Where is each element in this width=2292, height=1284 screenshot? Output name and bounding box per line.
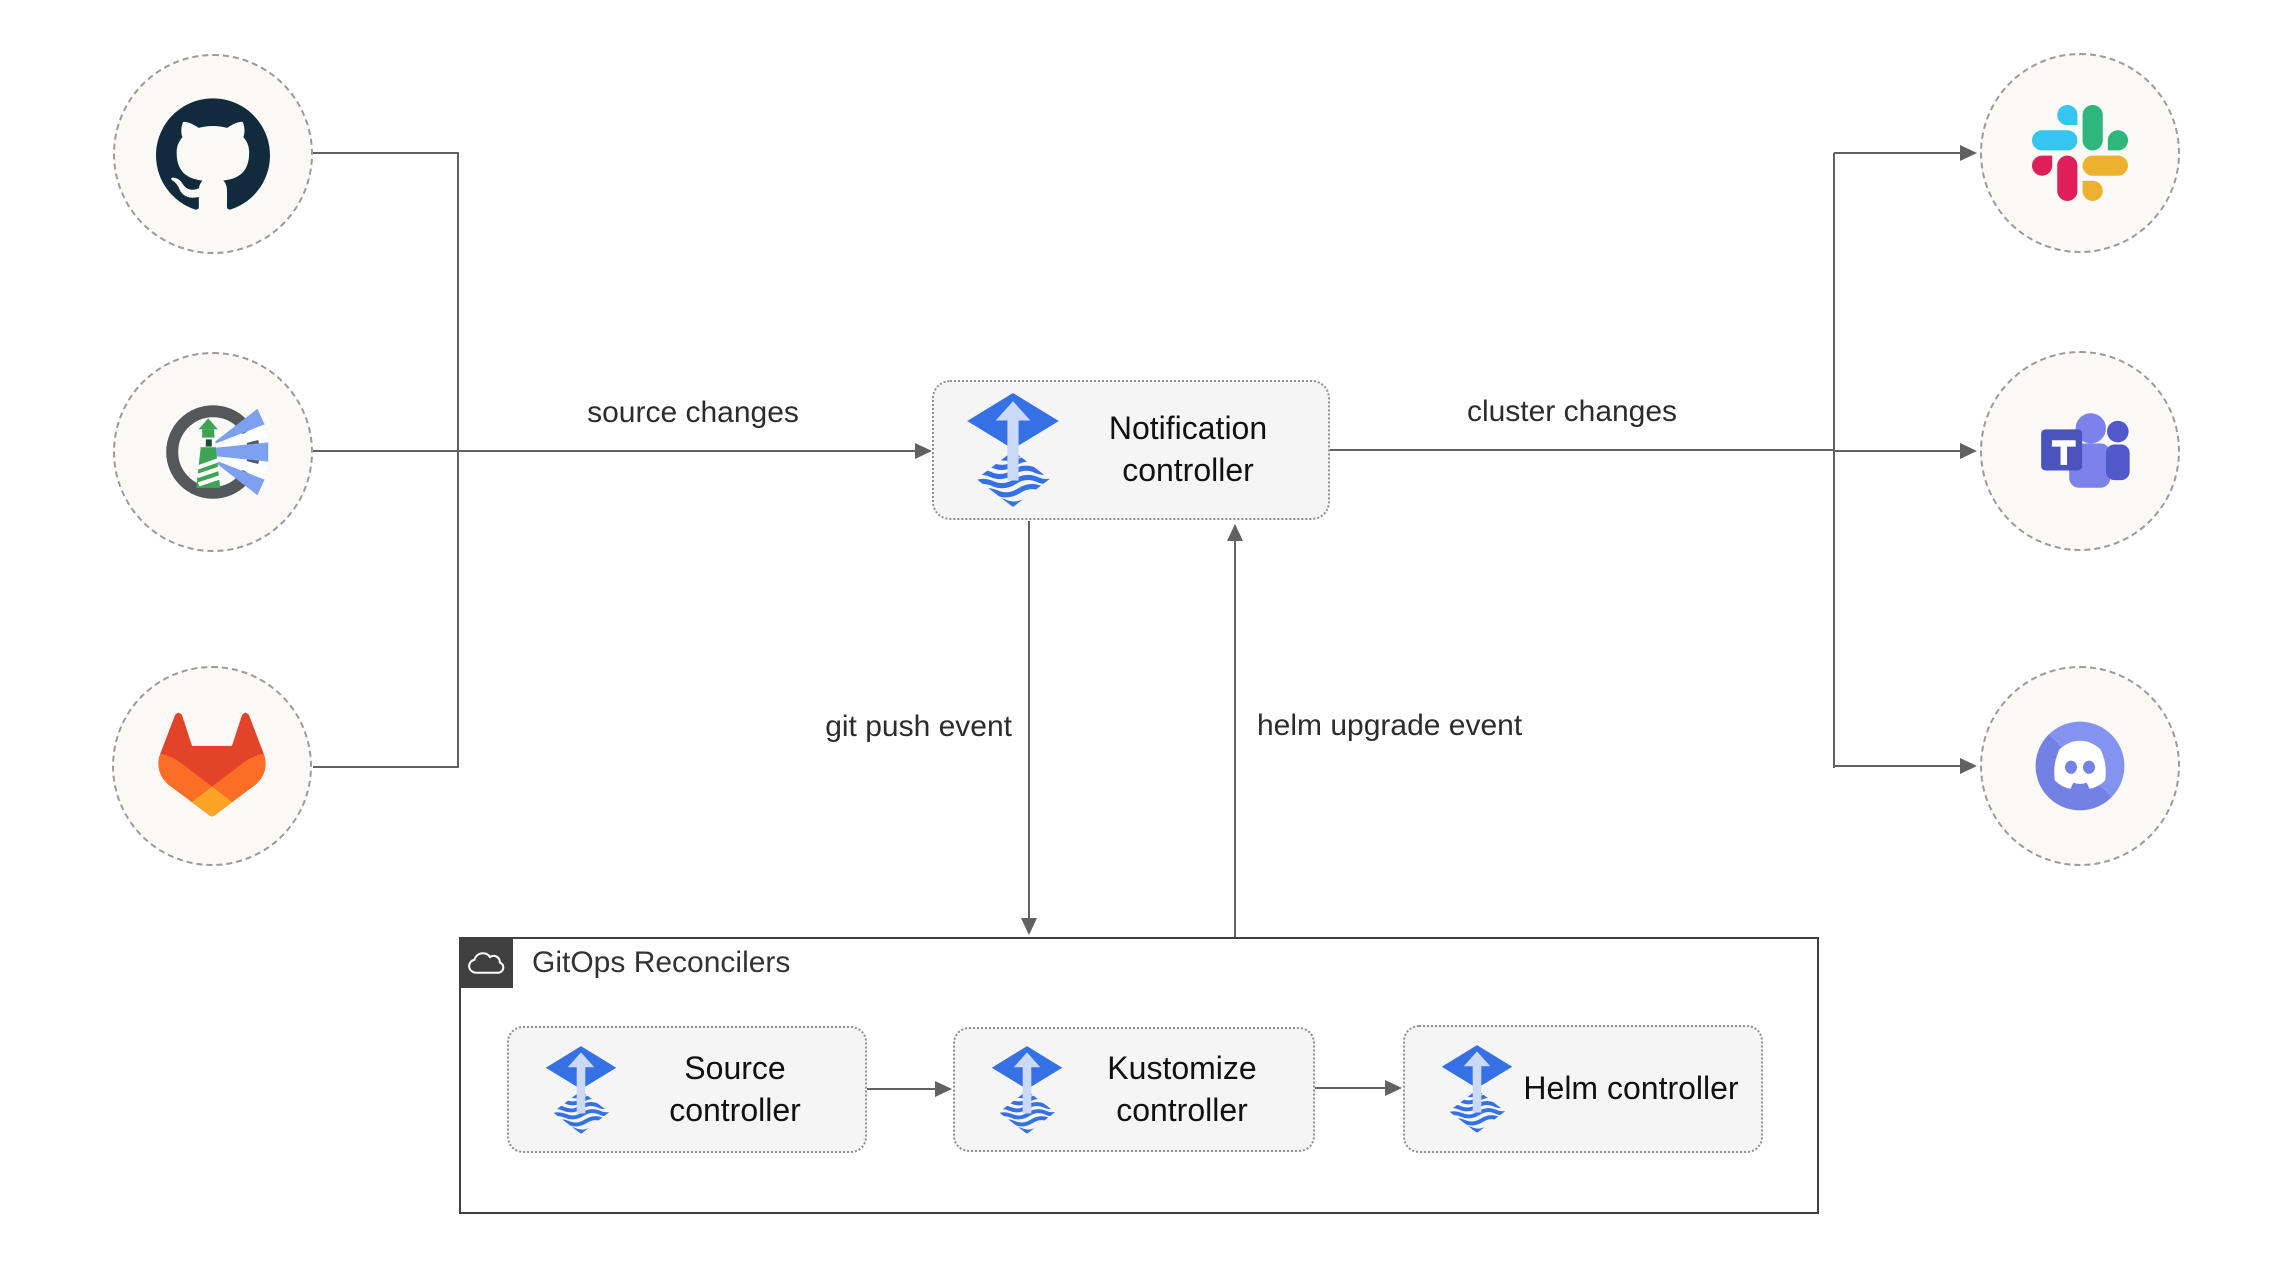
arrowhead-into-teams [1960,443,1977,459]
github-icon [156,98,270,210]
group-badge [459,937,513,988]
notification-controller-node: Notification controller [932,380,1330,520]
edge-git-push-event [1028,521,1030,919]
edge-source-to-kustomize [867,1088,937,1090]
teams-node [1980,351,2180,551]
notification-controller-label: Notification controller [1108,410,1268,488]
helm-upgrade-event-label: helm upgrade event [1257,709,1523,742]
arrowhead-into-notification [915,443,932,459]
edge-to-discord [1834,765,1962,767]
edge-kustomize-to-helm [1315,1087,1387,1089]
cloud-icon [468,951,505,974]
edge-left-junction-vertical [457,152,459,768]
slack-icon [2032,105,2128,201]
discord-node [1980,666,2180,866]
flux-icon [1441,1045,1513,1133]
git-push-event-label: git push event [825,710,1012,743]
flux-icon-slot [545,1045,617,1135]
source-controller-node: Source controller [507,1026,867,1153]
arrowhead-into-slack [1960,145,1977,161]
kustomize-controller-node: Kustomize controller [953,1027,1315,1152]
source-changes-label: source changes [587,396,799,429]
edge-to-teams [1834,450,1962,452]
arrowhead-helm-upgrade [1227,524,1243,541]
arrowhead-git-push [1021,918,1037,935]
source-controller-label: Source controller [669,1049,801,1128]
flux-icon-slot [1441,1044,1513,1134]
discord-icon [2035,721,2125,811]
helm-controller-label: Helm controller [1523,1070,1739,1107]
edge-github-to-junction [313,152,458,154]
edge-sources-to-notification [313,450,916,452]
github-node [113,54,313,254]
gitlab-icon [158,712,266,817]
gitlab-node [112,666,312,866]
edge-right-junction-vertical [1833,153,1835,768]
group-title: GitOps Reconcilers [532,946,791,979]
slack-node [1980,53,2180,253]
arrowhead-into-kustomize [935,1081,952,1097]
helm-controller-node: Helm controller [1403,1025,1763,1153]
edge-gitlab-to-junction [313,766,458,768]
edge-helm-upgrade-event [1234,540,1236,937]
flux-icon [967,393,1059,507]
edge-notification-to-junction [1330,449,1834,451]
flux-icon-slot [991,1045,1063,1135]
harbor-icon [166,405,269,499]
cluster-changes-label: cluster changes [1466,395,1678,428]
edge-to-slack [1834,152,1962,154]
harbor-node [113,352,313,552]
arrowhead-into-discord [1960,758,1977,774]
flux-icon-slot [966,393,1060,507]
microsoft-teams-icon [2041,413,2130,488]
arrowhead-into-helm [1385,1080,1402,1096]
flux-icon [545,1045,617,1133]
flux-icon [991,1045,1063,1133]
kustomize-controller-label: Kustomize controller [1107,1049,1257,1128]
